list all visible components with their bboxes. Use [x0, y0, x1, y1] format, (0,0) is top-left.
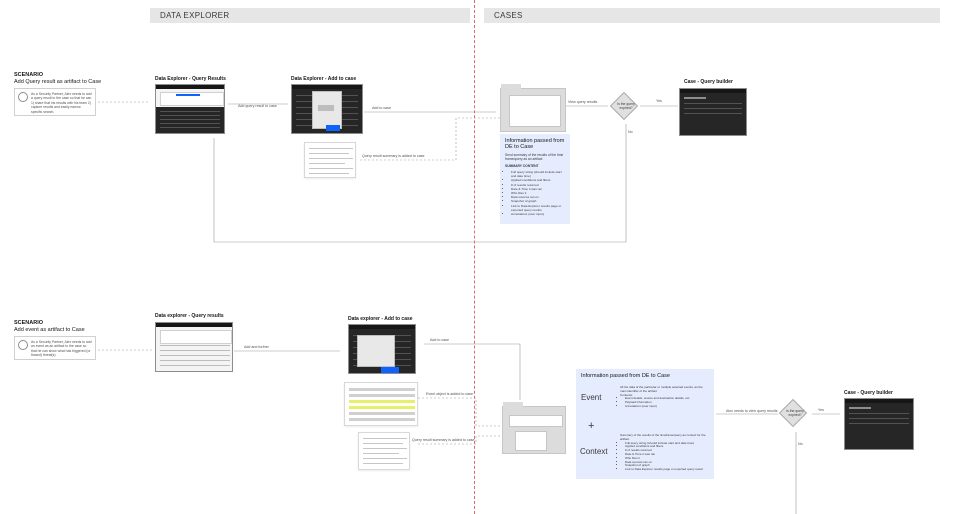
scenario-2-description-box: As a Security Partner, Alex needs to add…	[14, 336, 96, 360]
list-item: Link to Data Explorer results page or ex…	[625, 467, 710, 472]
scenario-2-event-details: All the data of the particular or multip…	[620, 385, 710, 409]
scenario-2-context-details: Summary of the results of the timeframe/…	[620, 433, 710, 472]
scenario-2-label: SCENARIO	[14, 320, 44, 326]
scenario-2-yes-label: Yes	[818, 408, 824, 412]
scenario-2-summary-card	[358, 432, 410, 470]
column-header-data-explorer: DATA EXPLORER	[150, 8, 470, 23]
list-item: Snapshot of graph	[625, 464, 710, 468]
scenario-2-plus-label: +	[588, 420, 595, 432]
list-item: Snapshot of graph	[511, 199, 565, 203]
scenario-2-arrow-adds-event: Alex needs to view query results	[726, 409, 778, 413]
list-item: Link to Data Explorer results page or ex…	[511, 204, 565, 212]
scenario-2-event-text-2: Contents:	[620, 392, 633, 397]
scenario-1-description-box: As a Security Partner, Alex needs to add…	[14, 88, 96, 116]
scenario-1-summary-card	[304, 142, 356, 178]
scenario-2-add-title: Data explorer - Add to case	[348, 316, 413, 322]
scenario-1-case-builder-screen[interactable]	[679, 88, 747, 136]
scenario-2-results-screen[interactable]	[155, 322, 233, 372]
scenario-2-arrow-add-further: Add and further	[244, 345, 269, 349]
scenario-2-arrow-add-to-case: Add to case	[430, 338, 449, 342]
column-divider	[474, 0, 475, 514]
list-item: # of results returned	[511, 183, 565, 187]
scenario-2-event-text-1: All the data of the particular or multip…	[620, 385, 703, 393]
scenario-2-description: As a Security Partner, Alex needs to add…	[31, 340, 92, 358]
scenario-1-info-title: Information passed from DE to Case	[505, 138, 565, 150]
scenario-2-event-card	[344, 382, 418, 426]
scenario-1-info-sub: Send summary of the results of the time …	[505, 153, 564, 161]
scenario-1-no-label: No	[628, 130, 633, 134]
scenario-1-results-title: Data Explorer - Query Results	[155, 76, 226, 82]
scenario-2-arrow-event-object: Event object is added to case	[426, 392, 473, 396]
list-item: Full query string (should include start …	[625, 441, 710, 446]
scenario-1-arrow-add-result: Add query result to case	[238, 104, 277, 108]
scenario-2-info-title: Information passed from DE to Case	[581, 373, 670, 379]
scenario-2-no-label: No	[798, 442, 803, 446]
scenario-1-decision-label: Is the query expired?	[617, 102, 635, 110]
scenario-1-arrow-summary: Query result summary is added to case	[362, 154, 425, 158]
scenario-1-description: As a Security Partner, Alex needs to add…	[31, 92, 92, 114]
list-item: Date & Time it was ran	[511, 187, 565, 191]
list-item: Data sources ran on	[625, 460, 710, 465]
scenario-1-label: SCENARIO	[14, 72, 44, 78]
scenario-1-add-title: Data Explorer - Add to case	[291, 76, 357, 82]
scenario-1-info-list: Full query string (should include start …	[505, 170, 565, 216]
list-item: Annotations (user input)	[511, 212, 565, 216]
list-item: Applied conditions and filters	[625, 445, 710, 449]
list-item: Who Ran it	[625, 456, 710, 461]
scenario-2-add-screen[interactable]	[348, 324, 416, 374]
list-item: # of results returned	[625, 448, 710, 453]
scenario-2-case-builder-screen[interactable]	[844, 398, 914, 450]
scenario-1-title: Add Query result as artifact to Case	[14, 79, 102, 85]
scenario-2-event-label: Event	[581, 393, 602, 402]
scenario-1-arrow-view-results: View query results	[568, 100, 598, 104]
list-item: Annotations (user input)	[625, 404, 710, 409]
scenario-2-results-title: Data explorer - Query results	[155, 313, 224, 319]
list-item: Date & Time it was ran	[625, 452, 710, 457]
list-item: Event details, source and destination de…	[625, 397, 710, 401]
scenario-1-arrow-add-to-case: Add to case	[372, 106, 391, 110]
user-icon	[18, 340, 28, 350]
scenario-2-info-panel: Information passed from DE to Case	[576, 369, 714, 479]
scenario-1-case-folder	[500, 84, 566, 132]
list-item: Full query string (should include start …	[511, 170, 565, 178]
list-item: Who Ran it	[511, 191, 565, 195]
scenario-1-results-screen[interactable]	[155, 84, 225, 134]
scenario-1-add-screen[interactable]	[291, 84, 363, 134]
scenario-2-arrow-summary: Query result summary is added to case	[412, 438, 475, 442]
scenario-1-yes-label: Yes	[656, 99, 662, 103]
scenario-2-context-label: Context	[580, 447, 608, 456]
scenario-2-decision-label: Is the query expired?	[786, 409, 804, 417]
list-item: Applied conditions and filters	[511, 178, 565, 182]
scenario-1-info-panel: Information passed from DE to Case Send …	[500, 134, 570, 224]
user-icon	[18, 92, 28, 102]
scenario-2-case-builder-title: Case - Query builder	[844, 390, 893, 396]
list-item: Payload information	[625, 400, 710, 405]
scenario-1-case-builder-title: Case - Query builder	[684, 79, 733, 85]
scenario-1-info-header: SUMMARY CONTENT	[505, 164, 539, 168]
scenario-2-case-folder	[502, 402, 566, 454]
scenario-2-title: Add event as artifact to Case	[14, 327, 85, 333]
list-item: Data sources ran on	[511, 195, 565, 199]
scenario-2-context-text: Summary of the results of the timeframe/…	[620, 433, 706, 441]
column-header-cases: CASES	[484, 8, 940, 23]
